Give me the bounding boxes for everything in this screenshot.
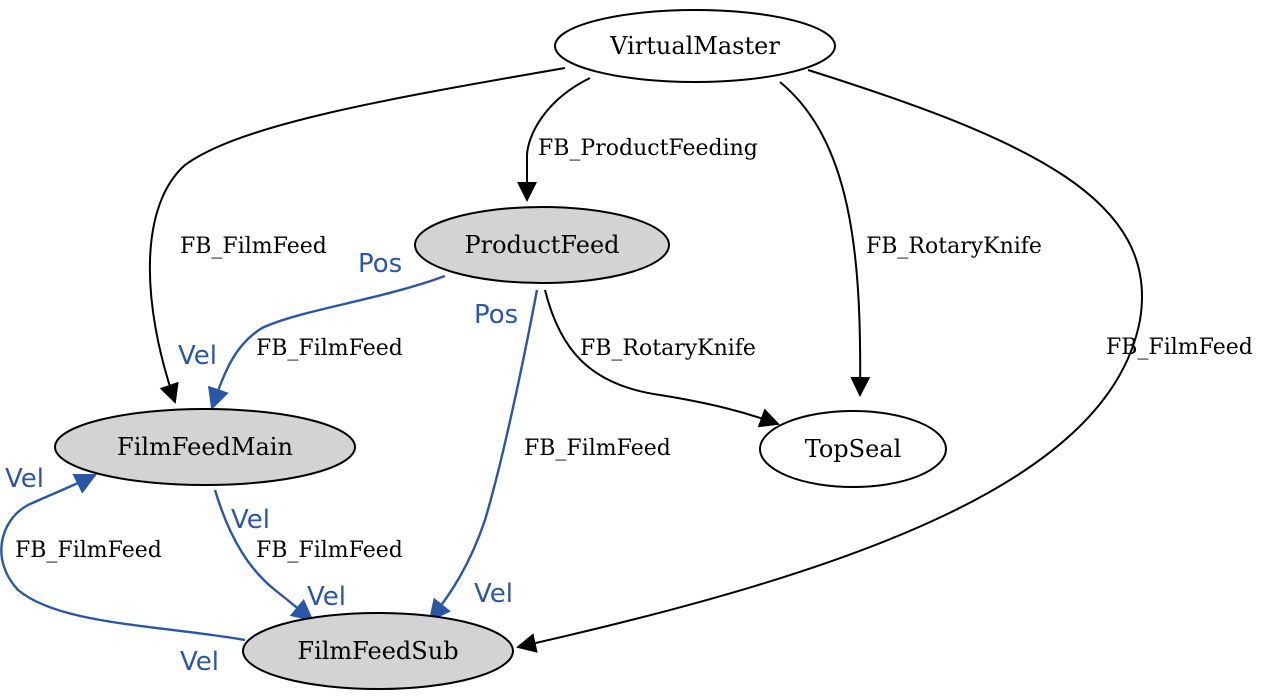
edge-virtualmaster-topseal: [779, 81, 871, 397]
edge-virtualmaster-filmfeedsub: [516, 69, 1143, 653]
edge-label-productfeed-topseal: FB_RotaryKnife: [580, 336, 756, 361]
edge-label-virtualmaster-filmfeedsub: FB_FilmFeed: [1106, 335, 1253, 360]
svg-text:FilmFeedMain: FilmFeedMain: [117, 433, 293, 461]
edge-virtualmaster-filmfeedmain: [148, 67, 566, 404]
port-label-productfeed-filmfeedsub-head: Vel: [474, 579, 513, 609]
node-filmfeedmain[interactable]: FilmFeedMain: [54, 408, 356, 486]
edge-filmfeedsub-filmfeedmain: [0, 473, 246, 642]
edge-label-virtualmaster-topseal: FB_RotaryKnife: [866, 234, 1042, 259]
edge-label-virtualmaster-productfeed: FB_ProductFeeding: [538, 136, 758, 161]
node-productfeed[interactable]: ProductFeed: [414, 206, 670, 284]
edge-label-virtualmaster-filmfeedmain: FB_FilmFeed: [180, 234, 327, 259]
port-label-productfeed-filmfeedmain-tail: Pos: [358, 249, 402, 279]
svg-text:TopSeal: TopSeal: [805, 435, 902, 463]
port-label-filmfeedsub-filmfeedmain-tail: Vel: [180, 647, 219, 677]
node-topseal[interactable]: TopSeal: [759, 410, 947, 488]
port-label-filmfeedmain-filmfeedsub-head: Vel: [307, 582, 346, 612]
edge-label-productfeed-filmfeedmain: FB_FilmFeed: [256, 336, 403, 361]
svg-text:ProductFeed: ProductFeed: [464, 231, 619, 259]
node-filmfeedsub[interactable]: FilmFeedSub: [242, 612, 514, 690]
port-label-filmfeedsub-filmfeedmain-head: Vel: [5, 464, 44, 494]
edge-productfeed-filmfeedsub: [428, 289, 539, 622]
edge-productfeed-filmfeedmain: [208, 274, 446, 411]
svg-text:VirtualMaster: VirtualMaster: [609, 32, 780, 60]
svg-text:FilmFeedSub: FilmFeedSub: [297, 637, 458, 665]
port-label-productfeed-filmfeedmain-head: Vel: [178, 341, 217, 371]
port-label-filmfeedmain-filmfeedsub-tail: Vel: [231, 505, 270, 535]
edge-filmfeedmain-filmfeedsub: [213, 489, 314, 622]
port-label-productfeed-filmfeedsub-tail: Pos: [474, 300, 518, 330]
edge-label-filmfeedmain-filmfeedsub: FB_FilmFeed: [256, 538, 403, 563]
edge-productfeed-topseal: [544, 289, 780, 428]
edge-label-productfeed-filmfeedsub: FB_FilmFeed: [524, 436, 671, 461]
edge-virtualmaster-productfeed: [517, 77, 591, 202]
edge-label-filmfeedsub-filmfeedmain: FB_FilmFeed: [15, 538, 162, 563]
node-virtualmaster[interactable]: VirtualMaster: [554, 9, 836, 83]
